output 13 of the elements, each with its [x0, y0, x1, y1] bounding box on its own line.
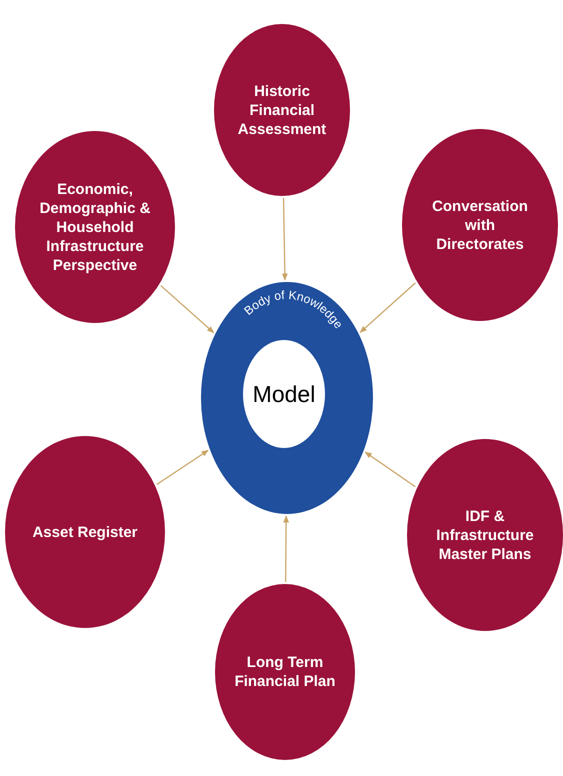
node-label: Asset Register	[32, 522, 138, 542]
node-label: Historic Financial Assessment	[236, 82, 328, 138]
node-label: Long Term Financial Plan	[234, 653, 336, 691]
arrow	[364, 452, 416, 488]
arrow	[283, 515, 289, 582]
node-label: Conversation with Directorates	[431, 196, 529, 254]
arrow	[156, 450, 209, 485]
arrow	[282, 198, 288, 281]
node-label: IDF & Infrastructure Master Plans	[435, 506, 535, 564]
node-label: Economic, Demographic & Household Infrastructure Perspective	[38, 180, 152, 274]
arrow	[360, 282, 416, 333]
node-label: Model	[252, 380, 316, 408]
arrow	[160, 285, 214, 334]
